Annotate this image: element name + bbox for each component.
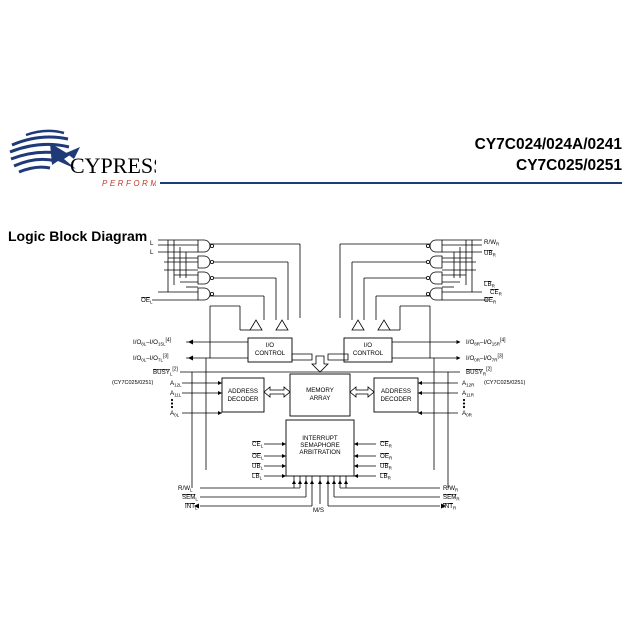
part-number-line-1: CY7C024/024A/0241 [474, 136, 622, 153]
int-right-ce-label: CER [380, 441, 393, 449]
interrupt-label-2: SEMAPHORE [300, 442, 340, 449]
right-io-high-label: I/O8R–I/O15R[4] [466, 338, 506, 347]
right-address-decoder-block [373, 377, 419, 413]
left-a12-label: A12L [170, 380, 182, 388]
part-number-line-2: CY7C025/0251 [516, 157, 622, 174]
left-io-low-label: I/O0L–I/O7L[3] [133, 354, 169, 363]
bottom-left-sem-label: SEML [182, 494, 198, 502]
right-ub-label: UBR [484, 250, 497, 258]
right-lb-label: LBR [484, 281, 496, 289]
right-a0-label: A0R [462, 410, 473, 418]
memory-array-label-1: MEMORY [306, 387, 334, 394]
right-busy-label: BUSYR[2] [466, 367, 492, 377]
right-io-low-label: I/O0R–I/O7R[3] [466, 354, 504, 363]
right-ce-label: CER [490, 289, 503, 297]
left-logic-gates [197, 239, 214, 301]
left-io-control-label-2: CONTROL [255, 350, 286, 357]
right-address-decoder-label-1: ADDRESS [381, 388, 411, 395]
right-address-decoder-label-2: DECODER [381, 396, 412, 403]
left-busy-label: BUSYL[2] [153, 367, 179, 377]
left-a0-label: A0L [170, 410, 180, 418]
left-address-ellipsis [170, 398, 174, 409]
section-title: Logic Block Diagram [8, 228, 148, 244]
ms-label: M/S [313, 507, 324, 514]
signal-arrowheads [188, 339, 446, 509]
right-a12-label: A12R [462, 380, 475, 388]
left-a11-label: A11L [170, 390, 182, 398]
left-io-buffers [249, 319, 289, 331]
bottom-left-rw-label: R/WL [178, 485, 193, 493]
int-left-lb-label: LBL [252, 473, 263, 481]
interrupt-semaphore-block [285, 419, 355, 477]
memory-array-label-2: ARRAY [310, 395, 331, 402]
left-oe-top-label: OEL [141, 297, 153, 305]
left-top-label-2: L [150, 249, 154, 256]
int-right-ub-label: UBR [380, 463, 393, 471]
right-io-control-block [343, 337, 393, 363]
left-a12-note: (CY7C025/0251) [112, 380, 153, 386]
left-address-decoder-block [221, 377, 265, 413]
left-address-decoder-label-2: DECODER [228, 396, 259, 403]
logo-wordmark: CYPRESS [70, 153, 156, 178]
left-io-high-label: I/O8L–I/O15L[4] [133, 338, 172, 347]
memory-array-block [289, 373, 351, 417]
right-a12-note: (CY7C025/0251) [484, 380, 525, 386]
left-io-control-block [247, 337, 293, 363]
bottom-right-sem-label: SEMR [443, 494, 460, 502]
right-oe-label: OER [484, 297, 497, 305]
header-divider [160, 182, 622, 184]
right-logic-gates [425, 239, 443, 301]
right-io-buffers [351, 319, 391, 331]
interrupt-label-3: ARBITRATION [299, 449, 340, 456]
left-io-control-label-1: I/O [266, 342, 274, 349]
bus-arrows [263, 353, 375, 398]
bottom-right-int-label: INTR [443, 503, 457, 511]
cypress-logo: CYPRESS PERFORM [9, 129, 156, 188]
right-rw-label: R/WR [484, 239, 500, 247]
bottom-left-int-label: INTL [185, 503, 198, 511]
right-io-control-label-2: CONTROL [353, 350, 384, 357]
int-left-ub-label: UBL [252, 463, 264, 471]
bottom-right-rw-label: R/WR [443, 485, 459, 493]
int-left-ce-label: CEL [252, 441, 264, 449]
left-address-decoder-label-1: ADDRESS [228, 388, 258, 395]
int-right-oe-label: OER [380, 453, 393, 461]
left-top-label-1: L [150, 240, 154, 247]
interrupt-label-1: INTERRUPT [302, 435, 338, 442]
right-io-control-label-1: I/O [364, 342, 372, 349]
int-left-oe-label: OEL [252, 453, 264, 461]
cypress-globe-icon [9, 129, 80, 175]
int-right-lb-label: LBR [380, 473, 392, 481]
right-a11-label: A11R [462, 390, 475, 398]
logo-tagline: PERFORM [102, 179, 156, 188]
right-address-ellipsis [462, 398, 466, 409]
